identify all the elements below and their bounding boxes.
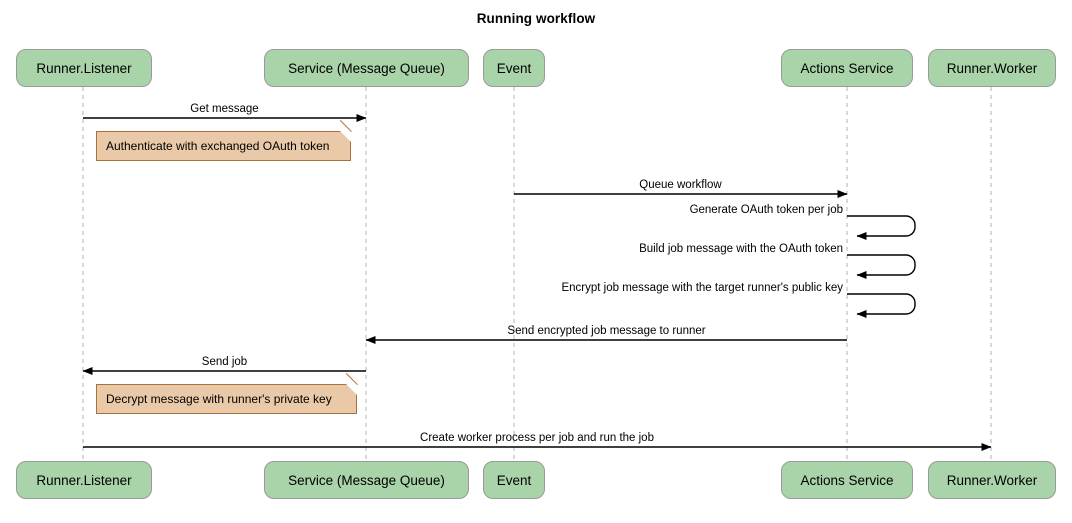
message-label-generate-oauth-token-per-job: Generate OAuth token per job (689, 204, 843, 216)
self-message-encrypt-job-message-with-the-target-runners-public-key (847, 293, 916, 318)
participant-service-message-queue-top[interactable]: Service (Message Queue) (264, 49, 469, 87)
note-authenticate-note: Authenticate with exchanged OAuth token (96, 120, 351, 161)
message-label-send-job: Send job (201, 356, 248, 368)
self-message-build-job-message-with-the-oauth-token (847, 254, 916, 279)
note-fold-corner-icon (346, 384, 357, 395)
participant-runner-listener-top[interactable]: Runner.Listener (16, 49, 152, 87)
participant-label: Runner.Listener (36, 60, 132, 76)
participant-label: Event (496, 472, 532, 488)
message-label-encrypt-job-message-with-the-target-runners-public-key: Encrypt job message with the target runn… (561, 282, 843, 294)
messages-group (82, 114, 992, 451)
note-text: Decrypt message with runner's private ke… (106, 392, 332, 406)
participant-label: Actions Service (800, 60, 894, 76)
note-decrypt-note: Decrypt message with runner's private ke… (96, 373, 357, 414)
lifelines-group (82, 87, 992, 461)
message-label-get-message: Get message (190, 103, 259, 115)
participant-runner-listener-bottom[interactable]: Runner.Listener (16, 461, 152, 499)
participant-event-top[interactable]: Event (483, 49, 545, 87)
participant-actions-service-top[interactable]: Actions Service (781, 49, 913, 87)
message-label-send-encrypted-job-message-to-runner: Send encrypted job message to runner (507, 325, 706, 337)
page-title: Running workflow (476, 11, 596, 26)
participant-label: Runner.Worker (946, 472, 1038, 488)
participant-label: Runner.Listener (36, 472, 132, 488)
participant-label: Runner.Worker (946, 60, 1038, 76)
message-label-queue-workflow: Queue workflow (639, 179, 722, 191)
note-fold-corner-icon (340, 131, 351, 142)
participant-event-bottom[interactable]: Event (483, 461, 545, 499)
participant-actions-service-bottom[interactable]: Actions Service (781, 461, 913, 499)
message-label-build-job-message-with-the-oauth-token: Build job message with the OAuth token (639, 243, 843, 255)
self-message-generate-oauth-token-per-job (847, 215, 916, 240)
participant-runner-worker-bottom[interactable]: Runner.Worker (928, 461, 1056, 499)
participant-runner-worker-top[interactable]: Runner.Worker (928, 49, 1056, 87)
participant-label: Actions Service (800, 472, 894, 488)
participant-service-message-queue-bottom[interactable]: Service (Message Queue) (264, 461, 469, 499)
participant-label: Service (Message Queue) (288, 60, 445, 76)
note-text: Authenticate with exchanged OAuth token (106, 139, 330, 153)
message-label-create-worker-process-per-job-and-run-the-job: Create worker process per job and run th… (420, 432, 654, 444)
participant-label: Service (Message Queue) (288, 472, 445, 488)
participant-label: Event (496, 60, 532, 76)
